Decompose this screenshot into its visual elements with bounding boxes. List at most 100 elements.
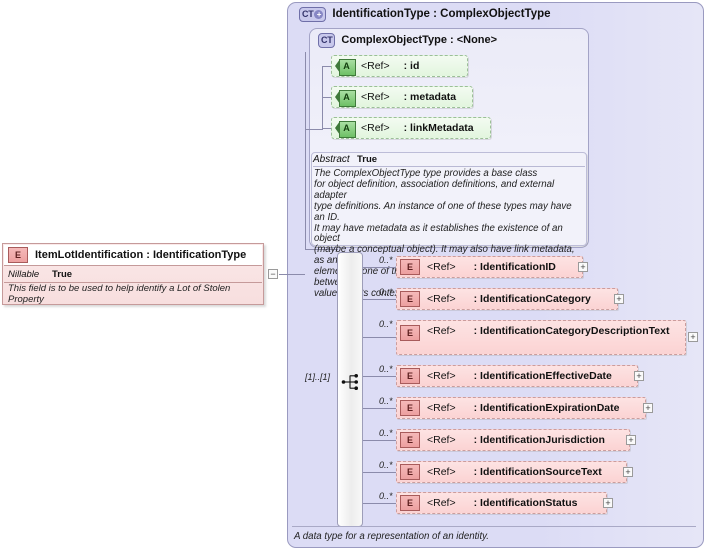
child-name: : IdentificationCategoryDescriptionText	[473, 325, 670, 337]
child-name: : IdentificationExpirationDate	[473, 402, 620, 414]
child-cardinality: 0..*	[379, 460, 393, 470]
child-element-row[interactable]: E <Ref> : IdentificationExpirationDate	[396, 397, 646, 419]
root-element-header: E ItemLotIdentification : Identification…	[4, 245, 262, 266]
child-ref: <Ref>	[427, 261, 456, 273]
nillable-value: True	[52, 269, 73, 280]
element-badge-label: E	[406, 294, 413, 304]
root-to-panel-connector	[279, 274, 305, 275]
child-cardinality: 0..*	[379, 319, 393, 329]
attribute-trunk-join	[305, 129, 323, 130]
element-badge-label: E	[406, 467, 413, 477]
child-connector	[363, 376, 397, 377]
child-connector	[363, 299, 397, 300]
element-badge-label: E	[406, 403, 413, 413]
attribute-name: : id	[403, 60, 420, 72]
child-ref: <Ref>	[427, 370, 456, 382]
child-connector	[363, 337, 397, 338]
complextype-badge-label: CT	[302, 8, 314, 19]
child-ref: <Ref>	[427, 466, 456, 478]
collapse-toggle[interactable]: −	[268, 269, 278, 279]
child-element-row[interactable]: E <Ref> : IdentificationJurisdiction	[396, 429, 630, 451]
child-connector	[363, 472, 397, 473]
expand-toggle[interactable]: +	[626, 435, 636, 445]
attribute-name: : metadata	[403, 91, 457, 103]
sequence-icon	[341, 372, 361, 392]
root-element-documentation: This field is to be used to help identif…	[8, 282, 231, 305]
child-cardinality: 0..*	[379, 428, 393, 438]
attribute-connector-3	[322, 128, 332, 129]
expand-plus-icon[interactable]: +	[314, 9, 324, 19]
attribute-row[interactable]: A <Ref> : linkMetadata	[331, 117, 491, 139]
attribute-badge-icon: A	[335, 120, 356, 138]
expand-toggle[interactable]: +	[643, 403, 653, 413]
attribute-tree-trunk	[305, 52, 306, 249]
child-element-row[interactable]: E <Ref> : IdentificationCategoryDescript…	[396, 320, 686, 355]
sequence-cardinality: [1]..[1]	[305, 372, 331, 382]
child-element-row[interactable]: E <Ref> : IdentificationCategory	[396, 288, 618, 310]
child-ref: <Ref>	[427, 497, 456, 509]
child-cardinality: 0..*	[379, 491, 393, 501]
element-badge-icon: E	[400, 325, 420, 341]
child-name: : IdentificationCategory	[473, 293, 591, 305]
child-ref: <Ref>	[427, 293, 456, 305]
base-type-documentation-block	[311, 152, 587, 246]
nillable-label: Nillable	[8, 269, 40, 280]
child-cardinality: 0..*	[379, 287, 393, 297]
attribute-badge-icon: A	[335, 58, 356, 76]
expand-toggle[interactable]: +	[603, 498, 613, 508]
abstract-value: True	[357, 154, 378, 165]
base-complextype-badge-icon[interactable]: CT	[318, 32, 336, 48]
element-badge-label: E	[406, 435, 413, 445]
attribute-ref: <Ref>	[361, 122, 390, 134]
attribute-ref: <Ref>	[361, 91, 390, 103]
attribute-row[interactable]: A <Ref> : metadata	[331, 86, 473, 108]
child-ref: <Ref>	[427, 434, 456, 446]
expand-toggle[interactable]: +	[634, 371, 644, 381]
abstract-row: Abstract True	[313, 153, 585, 167]
element-badge-icon: E	[400, 464, 420, 480]
base-type-title: ComplexObjectType : <None>	[341, 34, 498, 46]
element-badge-icon: E	[400, 495, 420, 511]
attribute-connector-1	[322, 66, 332, 67]
attribute-badge-label: A	[343, 61, 350, 71]
child-connector	[363, 408, 397, 409]
element-badge-icon: E	[400, 368, 420, 384]
element-badge-icon: E	[400, 291, 420, 307]
element-badge-label: E	[406, 262, 413, 272]
child-name: : IdentificationStatus	[473, 497, 578, 509]
child-element-row[interactable]: E <Ref> : IdentificationSourceText	[396, 461, 627, 483]
child-element-row[interactable]: E <Ref> : IdentificationStatus	[396, 492, 607, 514]
element-badge-label: E	[406, 328, 413, 338]
expand-toggle[interactable]: +	[623, 467, 633, 477]
nillable-row: Nillable True	[4, 267, 262, 283]
child-ref: <Ref>	[427, 402, 456, 414]
child-name: : IdentificationJurisdiction	[473, 434, 605, 446]
expand-toggle[interactable]: +	[614, 294, 624, 304]
child-element-row[interactable]: E <Ref> : IdentificationID	[396, 256, 583, 278]
child-cardinality: 0..*	[379, 396, 393, 406]
expand-toggle[interactable]: +	[688, 332, 698, 342]
root-element-title: ItemLotIdentification : IdentificationTy…	[35, 249, 247, 261]
element-badge-icon: E	[8, 247, 28, 263]
attribute-row[interactable]: A <Ref> : id	[331, 55, 468, 77]
abstract-label: Abstract	[313, 154, 350, 165]
child-connector	[363, 503, 397, 504]
attribute-ref: <Ref>	[361, 60, 390, 72]
child-connector	[363, 440, 397, 441]
expand-toggle[interactable]: +	[578, 262, 588, 272]
element-badge-icon: E	[400, 432, 420, 448]
child-connector	[363, 267, 397, 268]
child-cardinality: 0..*	[379, 364, 393, 374]
base-type-documentation-text: The ComplexObjectType type provides a ba…	[314, 168, 575, 299]
attribute-badge-icon: A	[335, 89, 356, 107]
child-name: : IdentificationID	[473, 261, 556, 273]
element-badge-icon: E	[400, 400, 420, 416]
child-element-row[interactable]: E <Ref> : IdentificationEffectiveDate	[396, 365, 638, 387]
complex-type-title: IdentificationType : ComplexObjectType	[332, 8, 551, 20]
child-cardinality: 0..*	[379, 255, 393, 265]
bottom-divider	[292, 526, 696, 527]
base-complextype-badge-label: CT	[321, 34, 333, 45]
attribute-badge-label: A	[343, 92, 350, 102]
complextype-badge-icon[interactable]: CT+	[299, 6, 327, 22]
complex-type-header: CT+ IdentificationType : ComplexObjectTy…	[299, 5, 699, 23]
